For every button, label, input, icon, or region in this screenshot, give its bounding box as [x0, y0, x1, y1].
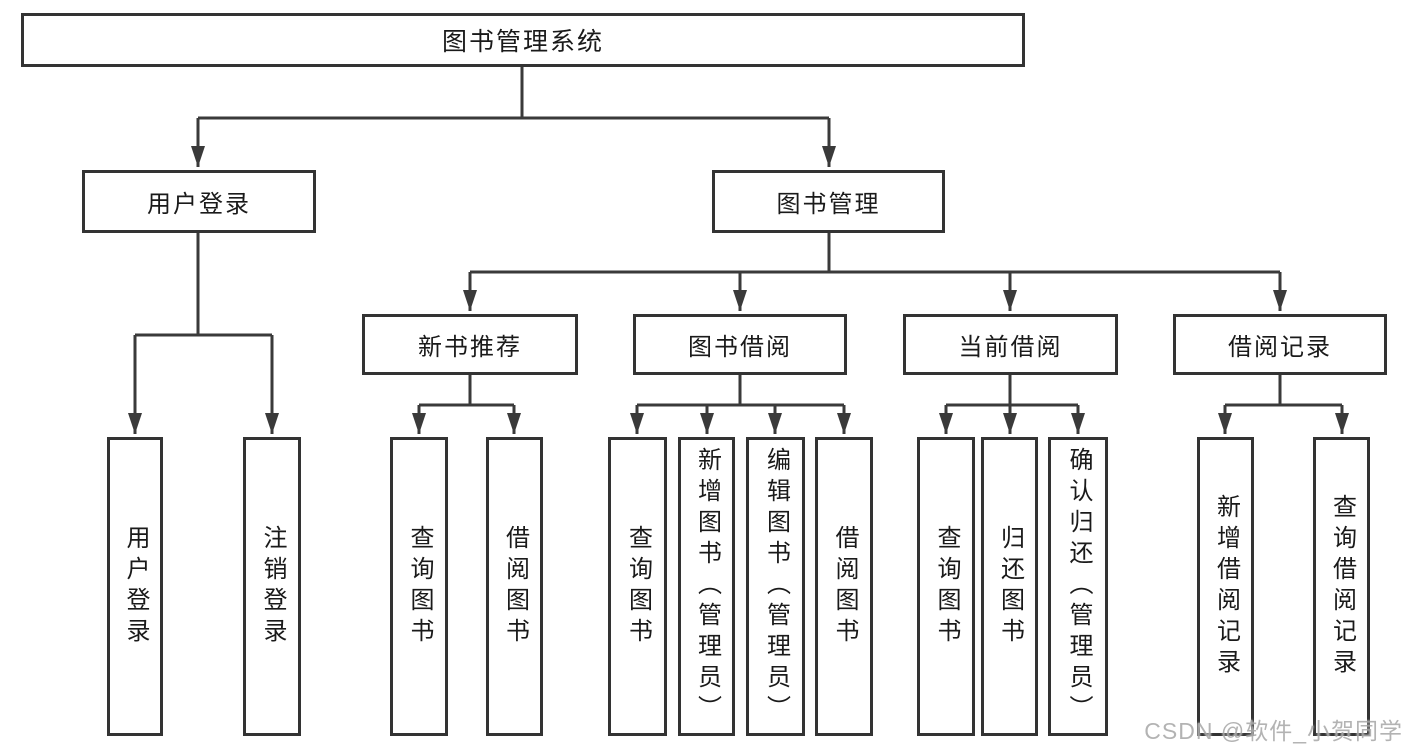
- leaf-edit-books-admin: 编辑图书（管理员）: [746, 437, 805, 736]
- node-book-management: 图书管理: [712, 170, 945, 233]
- node-label: 图书借阅: [688, 334, 792, 361]
- node-library-management-system: 图书管理系统: [21, 13, 1025, 67]
- node-label: 用户登录: [147, 191, 251, 218]
- node-borrowing-records: 借阅记录: [1173, 314, 1387, 375]
- leaf-query-books-current: 查询图书: [917, 437, 975, 736]
- node-label: 新增借阅记录: [1212, 493, 1240, 680]
- node-label: 借阅图书: [501, 524, 529, 649]
- node-current-borrowing: 当前借阅: [903, 314, 1118, 375]
- leaf-query-books-recommendation: 查询图书: [390, 437, 448, 736]
- leaf-borrow-books-recommendation: 借阅图书: [486, 437, 543, 736]
- leaf-confirm-return-admin: 确认归还（管理员）: [1048, 437, 1108, 736]
- leaf-add-borrow-record: 新增借阅记录: [1197, 437, 1254, 736]
- node-book-borrowing: 图书借阅: [633, 314, 847, 375]
- node-label: 确认归还（管理员）: [1065, 447, 1092, 726]
- node-label: 当前借阅: [958, 334, 1063, 361]
- node-label: 查询图书: [933, 524, 960, 649]
- node-label: 借阅记录: [1228, 334, 1332, 361]
- node-label: 用户登录: [122, 524, 149, 649]
- node-label: 图书管理系统: [441, 28, 604, 56]
- node-label: 查询图书: [624, 524, 652, 649]
- node-label: 图书管理: [776, 191, 881, 218]
- node-label: 借阅图书: [831, 524, 858, 649]
- leaf-add-books-admin: 新增图书（管理员）: [678, 437, 735, 736]
- leaf-query-books-borrowing: 查询图书: [608, 437, 667, 736]
- node-label: 新书推荐: [418, 334, 522, 361]
- node-user-login: 用户登录: [82, 170, 316, 233]
- node-label: 查询借阅记录: [1328, 493, 1356, 680]
- node-label: 归还图书: [996, 524, 1024, 649]
- csdn-watermark: CSDN @软件_小贺同学: [1144, 718, 1403, 744]
- node-label: 编辑图书（管理员）: [762, 447, 790, 726]
- leaf-logout-login: 注销登录: [243, 437, 301, 736]
- node-label: 查询图书: [406, 524, 433, 649]
- node-label: 注销登录: [259, 524, 286, 649]
- node-new-book-recommendation: 新书推荐: [362, 314, 578, 375]
- leaf-borrow-books: 借阅图书: [815, 437, 873, 736]
- leaf-query-borrow-record: 查询借阅记录: [1313, 437, 1370, 736]
- leaf-user-login: 用户登录: [107, 437, 163, 736]
- leaf-return-books: 归还图书: [981, 437, 1038, 736]
- node-label: 新增图书（管理员）: [693, 447, 721, 726]
